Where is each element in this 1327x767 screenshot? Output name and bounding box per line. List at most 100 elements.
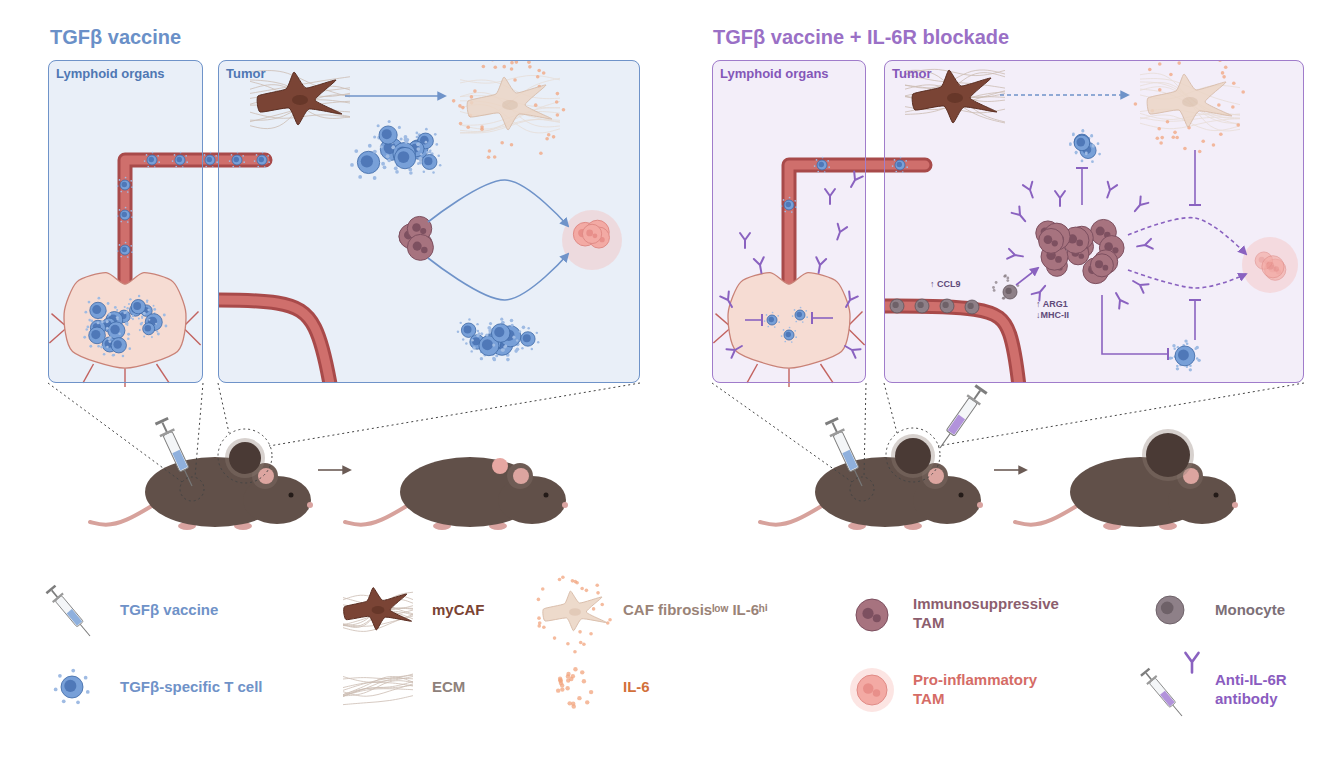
syringe xyxy=(1140,668,1150,677)
syringe xyxy=(1173,705,1182,716)
legend-icons xyxy=(45,575,1199,720)
t-cell xyxy=(774,326,776,328)
arrow xyxy=(428,180,568,226)
antibody xyxy=(833,224,848,242)
mouse xyxy=(562,502,568,508)
t-cell xyxy=(120,191,122,193)
syringe xyxy=(163,431,189,471)
caf-cell xyxy=(257,72,342,125)
antibody xyxy=(825,189,835,204)
t-cell xyxy=(229,160,231,162)
blood-vessel xyxy=(125,160,265,285)
legend-label: Pro-inflammatory TAM xyxy=(913,671,1053,709)
zoom-line xyxy=(884,383,897,433)
t-cell xyxy=(105,320,108,323)
il6-dots xyxy=(473,89,477,93)
antibody xyxy=(1032,283,1049,301)
il6-dots xyxy=(539,151,543,155)
antibody xyxy=(1012,206,1029,224)
syringe xyxy=(67,609,83,626)
antibody xyxy=(720,291,736,309)
antibody xyxy=(1023,182,1038,200)
antibody xyxy=(1032,283,1049,301)
t-cell xyxy=(767,315,777,325)
t-cell xyxy=(267,155,269,157)
t-cell xyxy=(131,300,145,314)
macrophage xyxy=(582,224,601,243)
t-cell xyxy=(177,157,183,163)
il6-dots xyxy=(459,122,463,126)
t-cell xyxy=(175,166,177,168)
t-cell xyxy=(268,161,270,163)
t-cell xyxy=(425,128,428,131)
syringe xyxy=(842,450,857,471)
t-cell xyxy=(435,143,438,146)
mouse xyxy=(1232,502,1238,508)
t-cell xyxy=(152,152,154,154)
il6-dots xyxy=(580,670,584,674)
caf-cell xyxy=(372,606,385,614)
panel-ground xyxy=(48,60,1304,383)
zoom-circle xyxy=(886,428,940,482)
t-cell xyxy=(153,305,155,307)
blood-vessel xyxy=(789,165,925,285)
t-cell xyxy=(1092,145,1095,148)
t-cell xyxy=(471,339,473,341)
antibody xyxy=(814,257,826,274)
macrophage xyxy=(1090,254,1113,277)
caf-cell xyxy=(502,100,518,110)
t-cell xyxy=(117,185,119,187)
t-cell xyxy=(457,318,480,341)
t-cell xyxy=(476,323,478,325)
t-cell xyxy=(130,317,132,319)
t-cell xyxy=(229,152,245,168)
antibody xyxy=(1186,653,1199,673)
legend-label: TGFβ vaccine xyxy=(120,601,218,620)
lymph-scene xyxy=(713,157,925,387)
t-cell xyxy=(205,155,215,165)
t-cell xyxy=(357,151,379,173)
macrophage xyxy=(1103,265,1109,271)
t-cell xyxy=(382,129,392,139)
inhibition-line xyxy=(1189,300,1201,340)
panel-box: Tumor xyxy=(218,60,640,383)
monocyte xyxy=(1003,285,1017,299)
glow xyxy=(562,210,622,270)
t-cell xyxy=(373,120,403,149)
t-cell xyxy=(262,152,264,154)
il6-dots xyxy=(579,641,583,645)
t-cell xyxy=(1075,152,1078,155)
t-cell xyxy=(111,338,126,353)
lymph-node xyxy=(788,368,789,387)
t-cell xyxy=(827,160,829,162)
il6-dots xyxy=(510,143,514,147)
blood-vessel xyxy=(885,306,1020,382)
t-cell xyxy=(772,312,774,314)
syringe xyxy=(155,417,169,426)
il6-dots xyxy=(567,701,571,705)
lymph-node xyxy=(821,364,834,383)
t-cell xyxy=(432,171,435,174)
macrophage xyxy=(856,599,888,631)
t-cell xyxy=(125,322,128,325)
zoom-line xyxy=(218,383,229,433)
t-cell xyxy=(1197,359,1200,362)
blood-vessel xyxy=(789,165,925,285)
t-cell xyxy=(354,149,358,153)
t-cell xyxy=(419,161,423,165)
t-cell xyxy=(1076,138,1085,147)
t-cell xyxy=(120,210,130,220)
mouse xyxy=(895,438,931,474)
macrophage xyxy=(1090,254,1113,277)
t-cell xyxy=(129,298,131,300)
monocyte xyxy=(940,299,954,313)
t-cell xyxy=(350,163,354,167)
mouse xyxy=(507,463,533,489)
t-cell xyxy=(781,197,797,213)
t-cell xyxy=(482,339,493,350)
arrow xyxy=(994,469,1026,471)
il6-dots xyxy=(513,78,517,82)
ecm-fibers xyxy=(343,684,413,696)
syringe xyxy=(824,416,869,489)
t-cell xyxy=(493,358,496,361)
